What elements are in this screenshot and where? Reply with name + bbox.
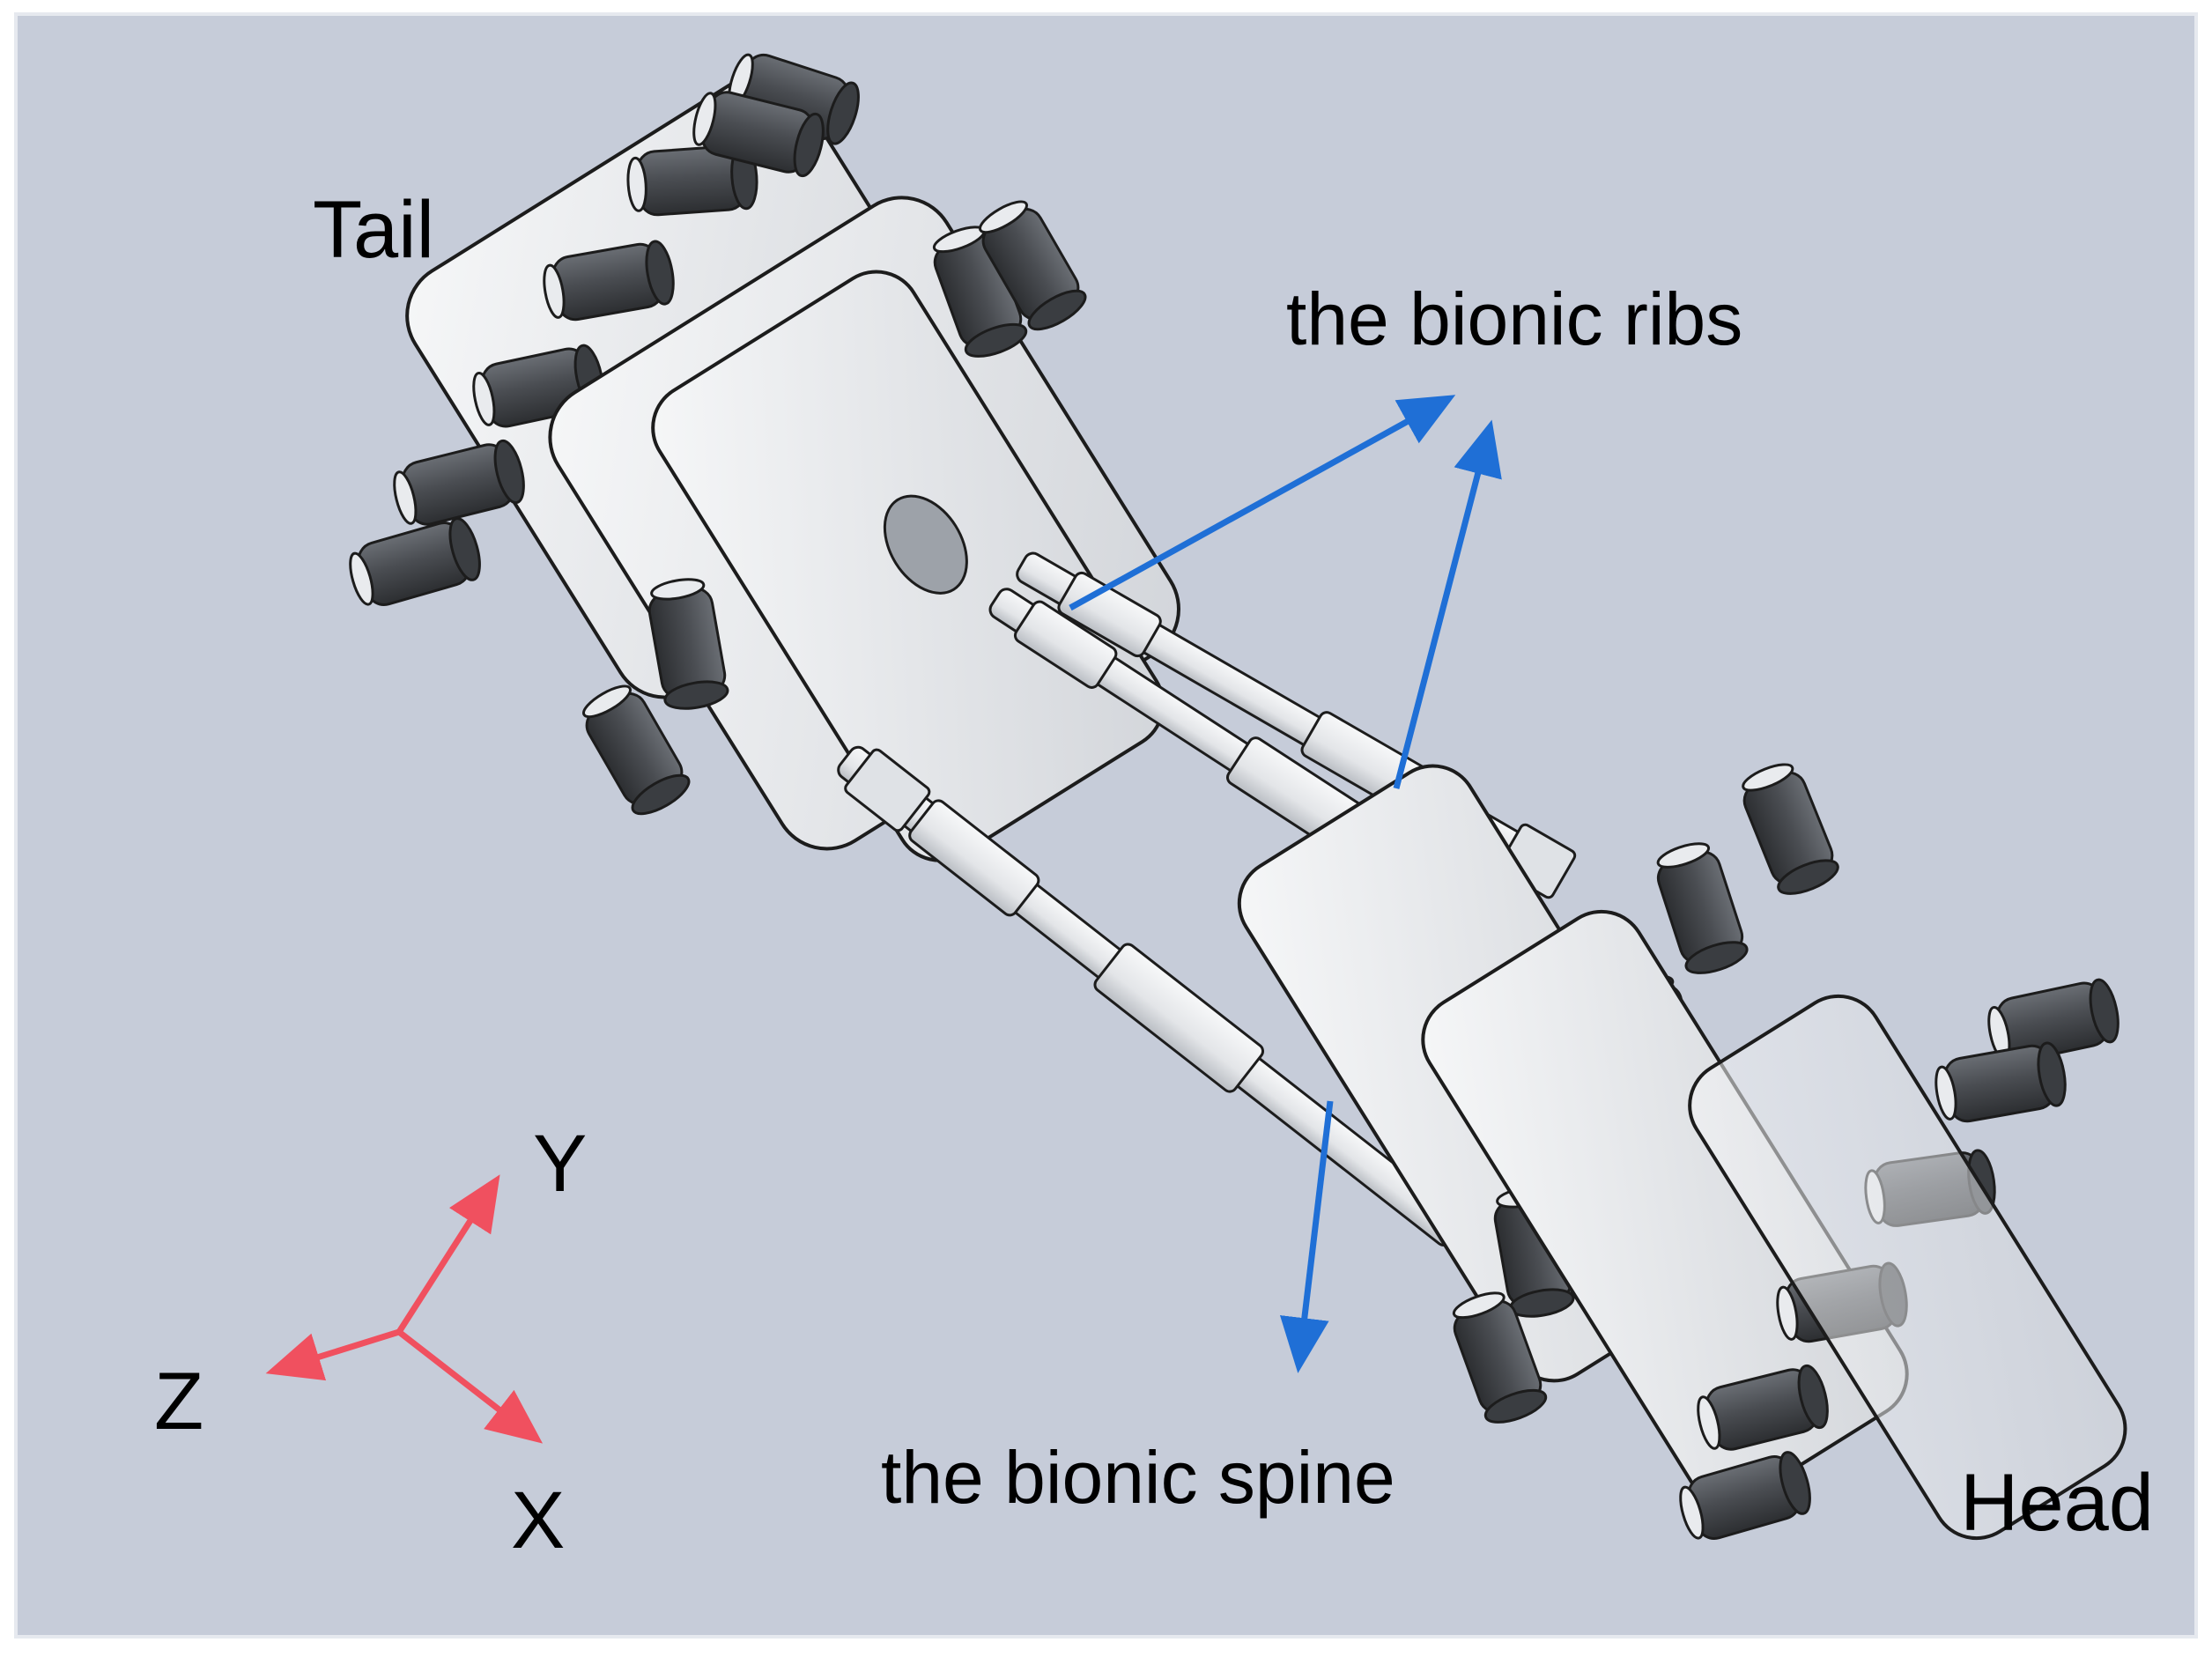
z-axis-arrow [265,1328,401,1381]
coordinate-axes [265,1174,544,1444]
x-axis-arrow [396,1329,544,1444]
ribs-label: the bionic ribs [1286,277,1743,360]
spine-arrow [1279,1100,1334,1373]
tail-label: Tail [313,185,435,275]
annotation-arrows [1069,395,1502,1373]
head-label: Head [1960,1458,2154,1548]
y-axis-arrow [396,1174,500,1334]
spine-label: the bionic spine [881,1436,1395,1519]
x-axis-label: X [511,1476,566,1565]
tail-module [343,46,1180,862]
ribs-arrow-right [1393,419,1502,789]
head-module [1237,756,2127,1547]
z-axis-label: Z [154,1357,204,1446]
ribs-arrow-left [1069,395,1456,611]
y-axis-label: Y [533,1119,588,1209]
tail-front-plate [651,270,1165,862]
spine-rod [837,745,1466,1247]
head-front-plate [1688,994,2127,1541]
